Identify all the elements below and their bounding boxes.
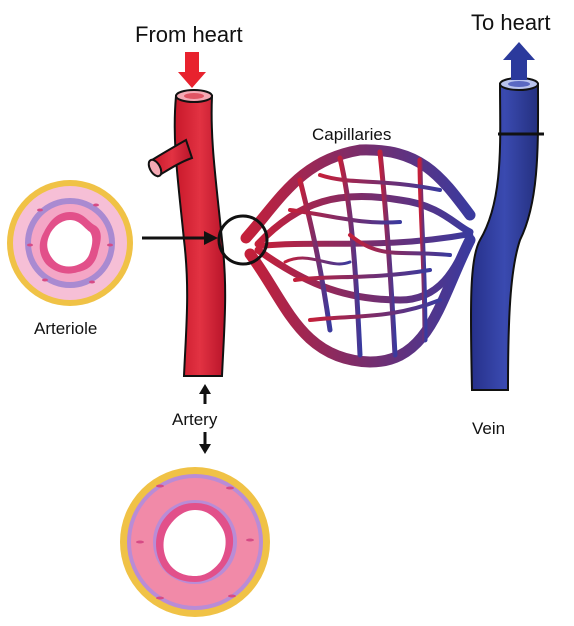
- vein-label: Vein: [472, 419, 505, 438]
- to-heart-arrow: [503, 42, 535, 80]
- from-heart-arrow-head: [178, 72, 206, 88]
- arteriole-label: Arteriole: [34, 319, 97, 338]
- to-heart-arrow-head: [503, 42, 535, 60]
- to-heart-arrow-shaft: [511, 58, 527, 80]
- from-heart-arrow-shaft: [185, 52, 199, 74]
- arteriole-cross-section: [7, 180, 133, 306]
- artery-vessel: [147, 89, 227, 377]
- artery-label: Artery: [172, 410, 218, 429]
- arteriole-highlight-circle: [217, 214, 269, 266]
- capillaries-label: Capillaries: [312, 125, 391, 144]
- arteriole-pointer-arrow: [142, 231, 218, 245]
- from-heart-arrow: [178, 52, 206, 88]
- to-heart-label: To heart: [471, 10, 551, 35]
- artery-cross-section: [120, 467, 270, 617]
- artery-pointer-arrows: [199, 384, 211, 454]
- capillary-network: [240, 144, 476, 368]
- vein-vessel: [469, 77, 544, 391]
- from-heart-label: From heart: [135, 22, 243, 47]
